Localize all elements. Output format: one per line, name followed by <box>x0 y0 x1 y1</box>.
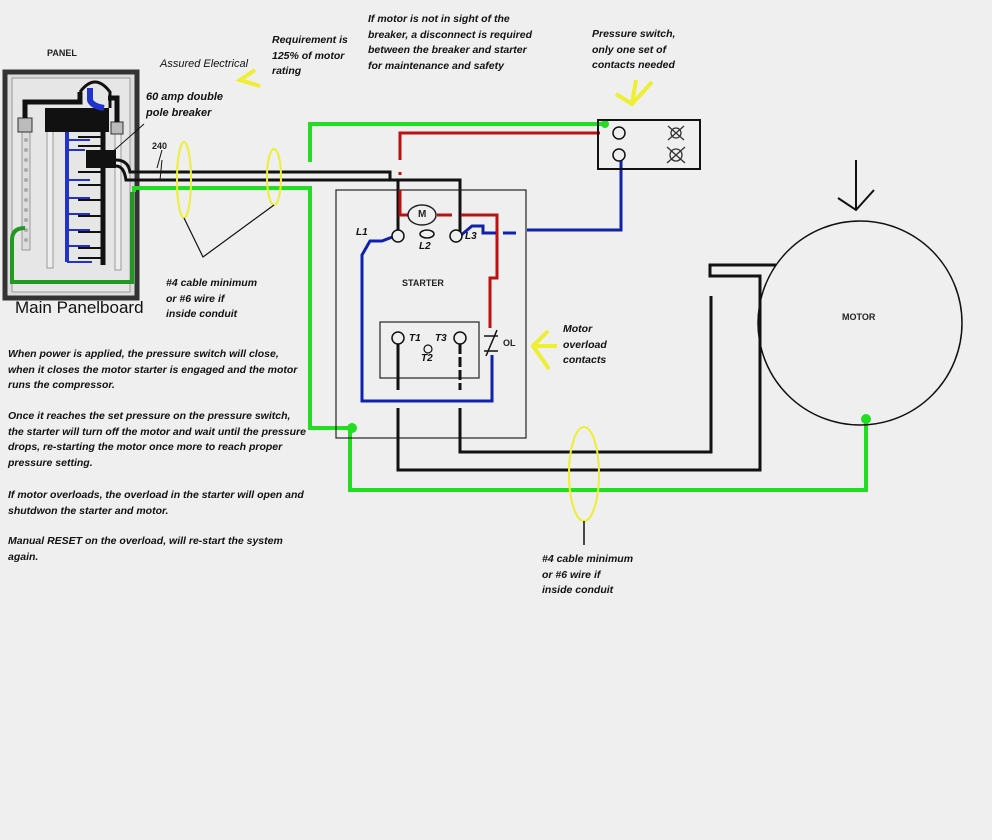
ol-label: OL <box>503 338 516 348</box>
control-wire-blue <box>360 156 623 403</box>
t3-label: T3 <box>435 333 447 344</box>
l2-label: L2 <box>419 241 431 252</box>
overload-block <box>379 321 480 379</box>
terminal-t2 <box>423 344 433 354</box>
switch-terminal-1 <box>612 126 626 140</box>
motor-label: MOTOR <box>842 312 876 322</box>
requirement-note: Requirement is 125% of motor rating <box>272 34 348 77</box>
cable-note-bottom: #4 cable minimum or #6 wire if inside co… <box>542 553 634 596</box>
callout-arrow-overload <box>530 329 557 371</box>
t1-label: T1 <box>409 333 421 344</box>
bar-screws <box>24 138 28 242</box>
neutral-bar-left <box>46 129 54 269</box>
control-wire-red <box>398 131 600 328</box>
motor-housing <box>757 220 963 426</box>
ground-conductor <box>132 122 868 492</box>
terminal-l2 <box>419 229 435 239</box>
cable-highlight-3 <box>568 426 600 522</box>
breaker-label: 60 amp double pole breaker <box>146 91 224 119</box>
cable-note-top: #4 cable minimum or #6 wire if inside co… <box>166 277 258 320</box>
hot-branches <box>78 136 103 259</box>
coil-label: M <box>418 209 427 220</box>
motor-leads <box>396 263 776 472</box>
panelboard-label: Main Panelboard <box>15 298 144 317</box>
t2-label: T2 <box>421 353 433 364</box>
terminal-l3 <box>449 229 463 243</box>
starter-title: STARTER <box>402 278 444 288</box>
callout-arrow-brand <box>235 68 261 88</box>
pressure-switch <box>597 119 701 170</box>
ground-terminal-starter <box>347 423 357 433</box>
ground-terminal-switch <box>601 120 609 128</box>
coil-m <box>407 204 437 226</box>
ground-terminal-motor <box>861 414 871 424</box>
neutral-branches <box>67 139 92 263</box>
terminal-t1 <box>391 331 405 345</box>
pressure-switch-note: Pressure switch, only one set of contact… <box>592 28 676 71</box>
description-paragraph-4: Manual RESET on the overload, will re-st… <box>8 535 283 563</box>
description-paragraph-3: If motor overloads, the overload in the … <box>8 489 304 517</box>
callout-arrow-switch <box>614 79 654 107</box>
main-panelboard <box>2 69 140 301</box>
voltage-label: 240 <box>152 141 168 151</box>
terminal-l1 <box>391 229 405 243</box>
overload-note: Motor overload contacts <box>563 323 607 366</box>
feeder-conductors <box>115 149 462 233</box>
l3-label: L3 <box>465 231 477 242</box>
panel-title: PANEL <box>47 48 77 58</box>
motor-arrow-icon <box>837 160 875 212</box>
starter-enclosure <box>335 189 527 439</box>
l1-label: L1 <box>356 227 368 238</box>
switch-contacts <box>666 125 686 164</box>
cable-highlight-2 <box>266 148 282 206</box>
double-pole-breaker <box>86 150 116 168</box>
overload-contact <box>484 329 498 357</box>
terminal-t3 <box>453 331 467 345</box>
brand-label: Assured Electrical <box>160 58 249 70</box>
description-paragraph-2: Once it reaches the set pressure on the … <box>8 410 306 469</box>
description-paragraph-1: When power is applied, the pressure swit… <box>8 348 298 391</box>
disconnect-note: If motor is not in sight of the breaker,… <box>368 13 532 72</box>
switch-terminal-2 <box>612 148 626 162</box>
